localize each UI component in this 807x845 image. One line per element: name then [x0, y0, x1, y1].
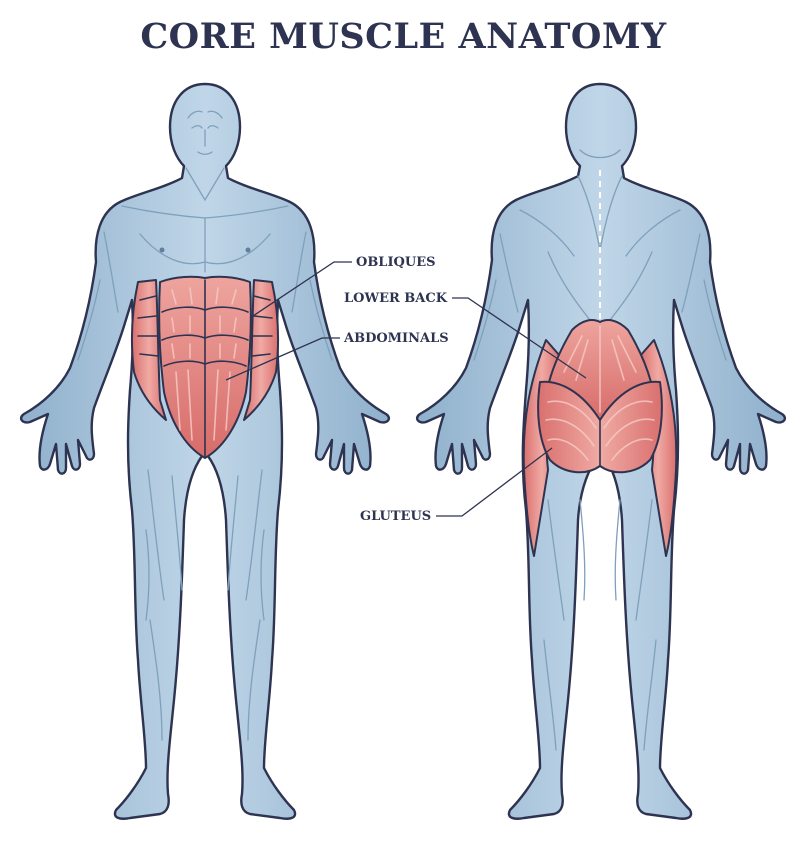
lower-back-leader-line — [452, 297, 587, 379]
abdominals-leader-line — [225, 337, 340, 381]
gluteus-leader-line — [436, 447, 553, 517]
label-abdominals: ABDOMINALS — [225, 331, 449, 381]
abdominals-label: ABDOMINALS — [343, 331, 449, 346]
label-obliques: OBLIQUES — [249, 255, 436, 319]
obliques-label: OBLIQUES — [356, 255, 436, 270]
obliques-leader-line — [249, 261, 352, 319]
front-core-muscles — [130, 275, 280, 459]
right-oblique-muscle — [243, 279, 280, 421]
lower-back-label: LOWER BACK — [344, 291, 448, 306]
left-oblique-muscle — [130, 279, 167, 421]
diagram-title: CORE MUSCLE ANATOMY — [140, 16, 667, 57]
gluteus-label: GLUTEUS — [360, 509, 431, 524]
back-core-muscles — [522, 319, 678, 557]
label-lower-back: LOWER BACK — [344, 291, 587, 379]
label-gluteus: GLUTEUS — [360, 447, 553, 524]
